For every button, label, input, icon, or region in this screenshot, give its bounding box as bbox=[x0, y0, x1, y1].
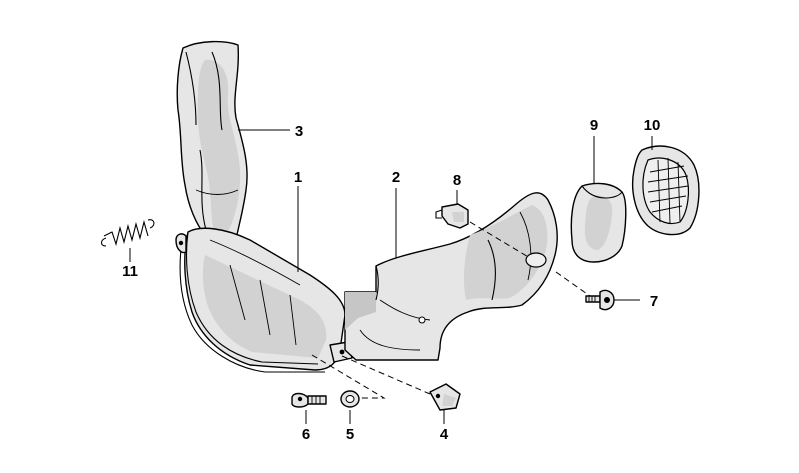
callout-6: 6 bbox=[302, 426, 310, 443]
part-3-intake-duct[interactable] bbox=[176, 40, 248, 241]
callout-1: 1 bbox=[294, 169, 302, 186]
part-5-washer[interactable] bbox=[340, 390, 360, 408]
callout-2: 2 bbox=[392, 169, 400, 186]
part-1-filter-housing[interactable] bbox=[175, 227, 353, 373]
callout-4: 4 bbox=[440, 426, 449, 443]
part-9-rubber-pad[interactable] bbox=[570, 182, 627, 263]
part-6-screw[interactable] bbox=[291, 392, 327, 408]
callout-3: 3 bbox=[295, 123, 303, 140]
callout-5: 5 bbox=[346, 426, 354, 443]
callout-9: 9 bbox=[590, 117, 598, 134]
callout-10: 10 bbox=[644, 117, 661, 134]
callout-11: 11 bbox=[122, 263, 138, 280]
part-2-cover-panel[interactable] bbox=[344, 192, 558, 361]
part-4-bracket[interactable] bbox=[429, 383, 461, 411]
part-10-mesh-grille[interactable] bbox=[631, 145, 700, 236]
part-11-spring[interactable] bbox=[100, 219, 155, 247]
leader-lines bbox=[129, 129, 653, 424]
callout-labels: 1 2 3 4 5 6 7 8 9 10 11 bbox=[122, 117, 660, 443]
callout-7: 7 bbox=[650, 293, 658, 310]
callout-8: 8 bbox=[453, 172, 461, 189]
part-8-clip-nut[interactable] bbox=[435, 203, 469, 229]
part-7-bolt[interactable] bbox=[585, 289, 615, 311]
